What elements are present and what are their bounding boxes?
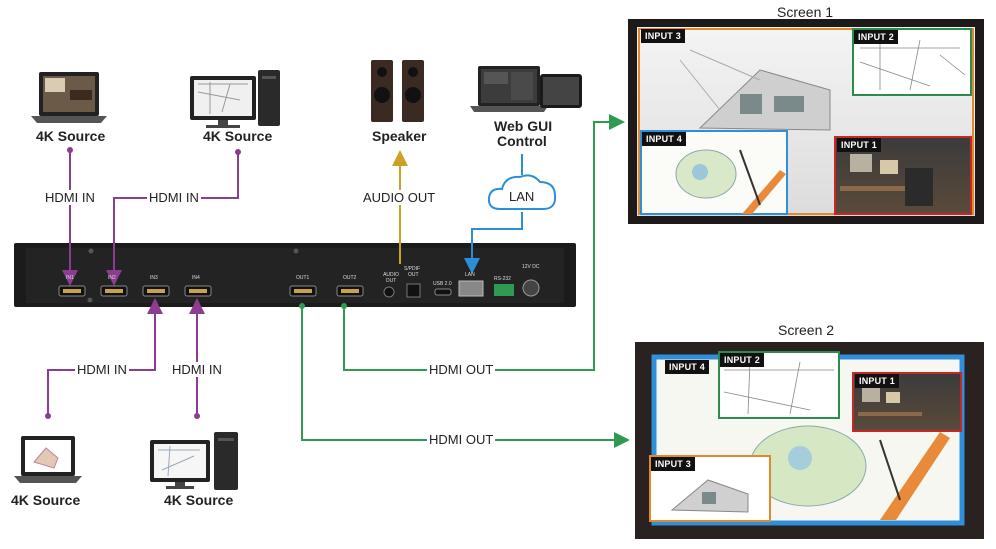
web-gui-label-line2: Control <box>497 133 547 149</box>
screen-1-input-3-tag: INPUT 3 <box>641 29 685 43</box>
web-gui-label-line1: Web GUI <box>494 118 553 134</box>
screen-1-title: Screen 1 <box>777 4 834 20</box>
hdmi-in-line-3 <box>47 298 163 416</box>
screen-2-title: Screen 2 <box>778 322 835 338</box>
source-label-top-left: 4K Source <box>36 128 106 144</box>
screen-2-input-1-tag: INPUT 1 <box>855 374 899 388</box>
hdmi-port-in1 <box>58 285 86 297</box>
audio-out-label: AUDIO OUT <box>361 190 438 205</box>
speaker-icon <box>371 60 424 122</box>
port-label-in2: IN2 <box>108 275 116 281</box>
cloud-icon <box>487 174 557 210</box>
screen-1-input-1-tag: INPUT 1 <box>837 138 881 152</box>
port-label-rs232: RS-232 <box>494 276 511 282</box>
source-label-bottom-left: 4K Source <box>11 492 81 508</box>
hdmi-out-label-2: HDMI OUT <box>427 432 496 447</box>
port-label-out1: OUT1 <box>296 275 310 281</box>
lan-line <box>464 212 523 274</box>
hdmi-in-label-4: HDMI IN <box>170 362 224 377</box>
screen-1-input-2-tag: INPUT 2 <box>854 30 898 44</box>
screen-2-input-4-tag: INPUT 4 <box>665 360 709 374</box>
desktop-pc-icon <box>150 432 238 490</box>
screen-1-display <box>628 19 984 224</box>
screen-2-display <box>635 342 984 539</box>
port-label-usb: USB 2.0 <box>433 281 452 287</box>
hdmi-port-in3 <box>142 285 170 297</box>
hdmi-port-in4 <box>184 285 212 297</box>
power-jack <box>522 279 540 297</box>
source-label-bottom-right: 4K Source <box>164 492 234 508</box>
audio-jack <box>383 286 395 298</box>
hdmi-port-in2 <box>100 285 128 297</box>
port-label-power: 12V DC <box>522 264 540 270</box>
port-label-spdif-1: S/PDIF <box>404 266 421 272</box>
hdmi-port-out1 <box>289 285 317 297</box>
hdmi-out-line-2 <box>301 306 630 448</box>
hdmi-out-label-1: HDMI OUT <box>427 362 496 377</box>
rs232-terminal <box>494 284 514 296</box>
port-label-in3: IN3 <box>150 275 158 281</box>
port-label-in4: IN4 <box>192 275 200 281</box>
port-label-audio-out: AUDIO OUT <box>383 272 399 284</box>
hdmi-port-out2 <box>336 285 364 297</box>
port-label-spdif-2: OUT <box>408 272 419 278</box>
port-label-out2: OUT2 <box>343 275 357 281</box>
port-label-in1: IN1 <box>66 275 74 281</box>
hdmi-out-line-1 <box>343 114 625 371</box>
screen-1-input-4-tag: INPUT 4 <box>642 132 686 146</box>
usb-port <box>434 288 452 296</box>
desktop-pc-icon <box>190 70 280 128</box>
screen-2-input-2-tag: INPUT 2 <box>720 353 764 367</box>
speaker-label: Speaker <box>372 128 427 144</box>
laptop-icon <box>14 436 82 483</box>
hdmi-in-label-3: HDMI IN <box>75 362 129 377</box>
spdif-port <box>406 283 421 298</box>
lan-cloud-label: LAN <box>509 189 535 204</box>
port-label-lan: LAN <box>465 272 475 278</box>
hdmi-in-label-1: HDMI IN <box>43 190 97 205</box>
source-label-top-right: 4K Source <box>203 128 273 144</box>
lan-port <box>458 280 484 297</box>
screen-2-input-3-tag: INPUT 3 <box>651 457 695 471</box>
hdmi-in-label-2: HDMI IN <box>147 190 201 205</box>
laptop-icon <box>31 72 107 123</box>
web-gui-devices-icon <box>470 66 582 112</box>
matrix-device-panel <box>14 243 576 307</box>
